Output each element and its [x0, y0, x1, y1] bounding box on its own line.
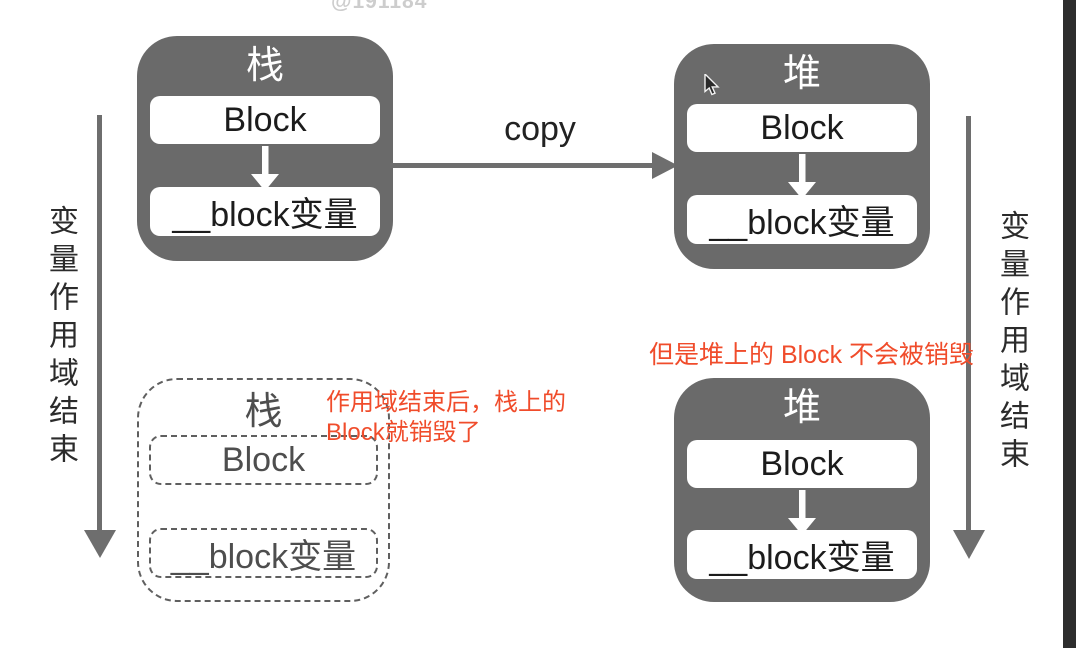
heap-bottom-block-cell: Block — [687, 440, 917, 488]
annotation-stack-destroyed-line2: Block就销毁了 — [326, 419, 481, 446]
stack-box-destroyed-title: 栈 — [244, 391, 283, 433]
destroyed-blockvar-cell: __block变量 — [149, 528, 378, 578]
watermark: @191184 — [331, 0, 428, 13]
stack-blockvar-cell: __block变量 — [150, 187, 380, 236]
scope-arrow-down-right-icon — [951, 116, 986, 566]
annotation-heap-not-destroyed: 但是堆上的 Block 不会被销毁 — [649, 341, 975, 369]
copy-label: copy — [504, 110, 576, 148]
scope-end-label-right: 变量作用域结束 — [995, 210, 1028, 476]
down-arrow-icon — [785, 490, 819, 541]
stack-box-top-title: 栈 — [245, 45, 284, 87]
stack-block-cell: Block — [150, 96, 380, 144]
heap-box-bottom: 堆 Block __block变量 — [674, 378, 930, 602]
heap-blockvar-cell: __block变量 — [687, 195, 917, 244]
scope-end-label-left: 变量作用域结束 — [44, 205, 77, 471]
destroyed-block-cell: Block — [149, 435, 378, 485]
stack-box-top: 栈 Block __block变量 — [137, 36, 393, 261]
heap-bottom-blockvar-cell: __block变量 — [687, 530, 917, 579]
annotation-stack-destroyed-line1: 作用域结束后，栈上的 — [326, 389, 566, 416]
heap-box-top: 堆 Block __block变量 — [674, 44, 930, 269]
stack-box-destroyed: 栈 Block __block变量 — [137, 378, 390, 602]
heap-block-cell: Block — [687, 104, 917, 152]
down-arrow-icon — [785, 154, 819, 205]
scope-arrow-down-left-icon — [83, 115, 118, 565]
mouse-cursor-icon — [704, 72, 722, 103]
heap-box-bottom-title: 堆 — [782, 387, 821, 429]
annotation-stack-destroyed: 作用域结束后，栈上的 Block就销毁了 — [326, 388, 566, 448]
copy-arrow-icon — [390, 150, 680, 187]
down-arrow-icon — [248, 146, 282, 197]
heap-box-top-title: 堆 — [782, 53, 821, 95]
video-edge-bar — [1063, 0, 1076, 648]
